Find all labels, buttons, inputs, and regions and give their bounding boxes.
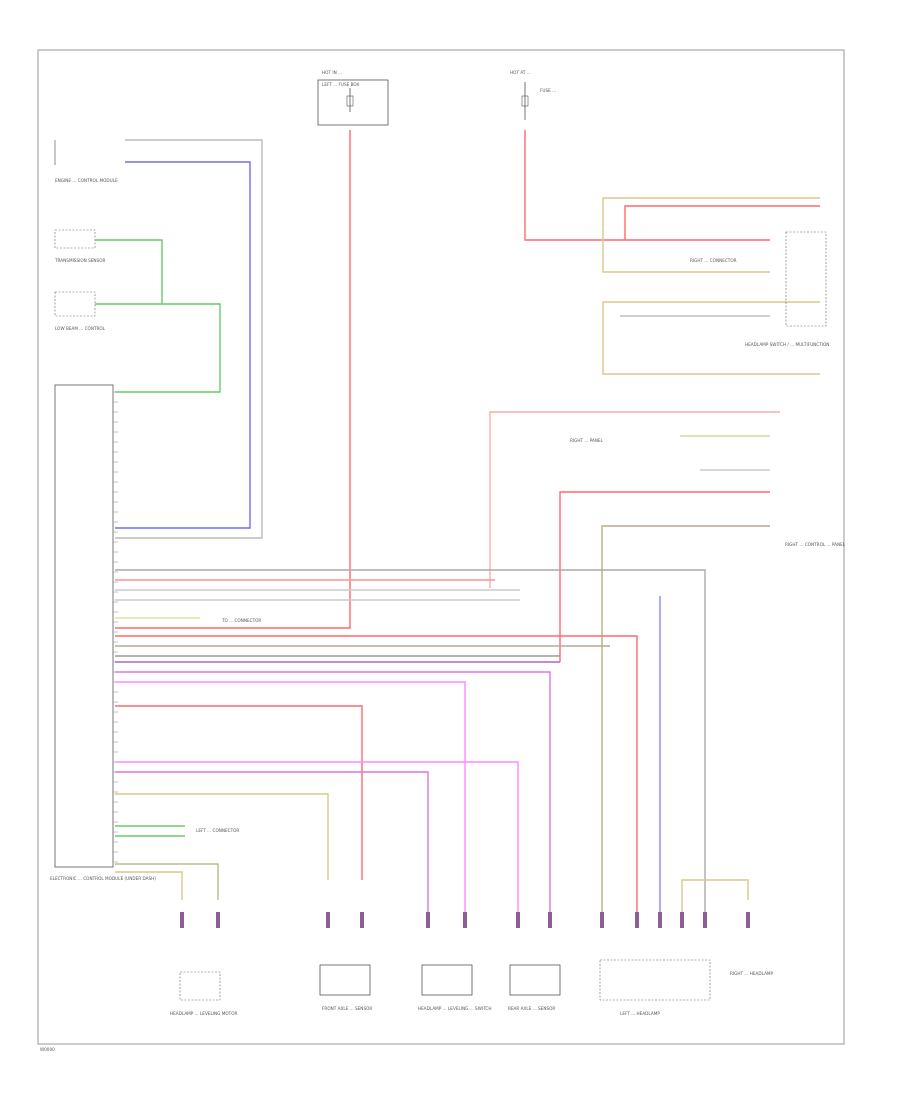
svg-text:RIGHT ... PANEL: RIGHT ... PANEL (570, 438, 604, 443)
connector-stub (703, 912, 707, 928)
connector-stub (635, 912, 639, 928)
connector-stub (600, 912, 604, 928)
svg-text:LEFT ... FUSE BOX: LEFT ... FUSE BOX (322, 82, 359, 87)
bottom-components: HEADLAMP ... LEVELING MOTOR FRONT AXLE .… (170, 959, 774, 1016)
svg-text:RIGHT ... CONTROL ... PANEL: RIGHT ... CONTROL ... PANEL (785, 542, 846, 547)
connector-stubs (180, 912, 750, 928)
svg-text:LEFT ... HEADLAMP: LEFT ... HEADLAMP (620, 1011, 660, 1016)
svg-text:TO ... CONNECTOR: TO ... CONNECTOR (221, 618, 261, 623)
switch-block-right: HEADLAMP SWITCH / ... MULTIFUNCTION RIGH… (196, 231, 846, 833)
svg-text:HEADLAMP ... LEVELING MOTOR: HEADLAMP ... LEVELING MOTOR (170, 1011, 237, 1016)
svg-text:LOW BEAM ... CONTROL: LOW BEAM ... CONTROL (55, 326, 106, 331)
wires (95, 130, 820, 920)
svg-text:FRONT AXLE ... SENSOR: FRONT AXLE ... SENSOR (322, 1006, 372, 1011)
svg-text:HEADLAMP ... LEVELING ... SWIT: HEADLAMP ... LEVELING ... SWITCH (418, 1006, 491, 1011)
connector-stub (516, 912, 520, 928)
svg-text:LEFT ... CONNECTOR: LEFT ... CONNECTOR (196, 828, 239, 833)
left-upper-components: ENGINE ... CONTROL MODULE TRANSMISSION S… (54, 140, 118, 331)
main-ecu: ELECTRONIC ... CONTROL MODULE (UNDER DAS… (50, 384, 156, 881)
svg-text:HEADLAMP SWITCH / ... MULTIFUN: HEADLAMP SWITCH / ... MULTIFUNCTION (745, 342, 829, 347)
svg-text:RIGHT ... CONNECTOR: RIGHT ... CONNECTOR (690, 258, 737, 263)
svg-text:TRANSMISSION SENSOR: TRANSMISSION SENSOR (54, 258, 106, 263)
connector-stub (746, 912, 750, 928)
connector-stub (680, 912, 684, 928)
svg-text:HOT AT ...: HOT AT ... (510, 70, 531, 75)
connector-stub (548, 912, 552, 928)
connector-stub (360, 912, 364, 928)
connector-stub (326, 912, 330, 928)
svg-text:HOT IN ...: HOT IN ... (322, 70, 342, 75)
corner-code: W0000 (40, 1047, 55, 1052)
connector-stub (180, 912, 184, 928)
connector-stub (216, 912, 220, 928)
svg-text:ENGINE ... CONTROL MODULE: ENGINE ... CONTROL MODULE (55, 178, 118, 183)
svg-text:REAR AXLE ... SENSOR: REAR AXLE ... SENSOR (508, 1006, 555, 1011)
diagram-frame (37, 49, 845, 1045)
fuse-block-right: HOT AT ... FUSE ... (510, 70, 556, 120)
svg-text:FUSE ...: FUSE ... (540, 88, 556, 93)
connector-stub (463, 912, 467, 928)
svg-text:ELECTRONIC ... CONTROL MODULE: ELECTRONIC ... CONTROL MODULE (UNDER DAS… (50, 876, 156, 881)
connector-stub (658, 912, 662, 928)
connector-stub (426, 912, 430, 928)
svg-text:RIGHT ... HEADLAMP: RIGHT ... HEADLAMP (730, 971, 774, 976)
fuse-block-top: HOT IN ... LEFT ... FUSE BOX (317, 70, 389, 126)
